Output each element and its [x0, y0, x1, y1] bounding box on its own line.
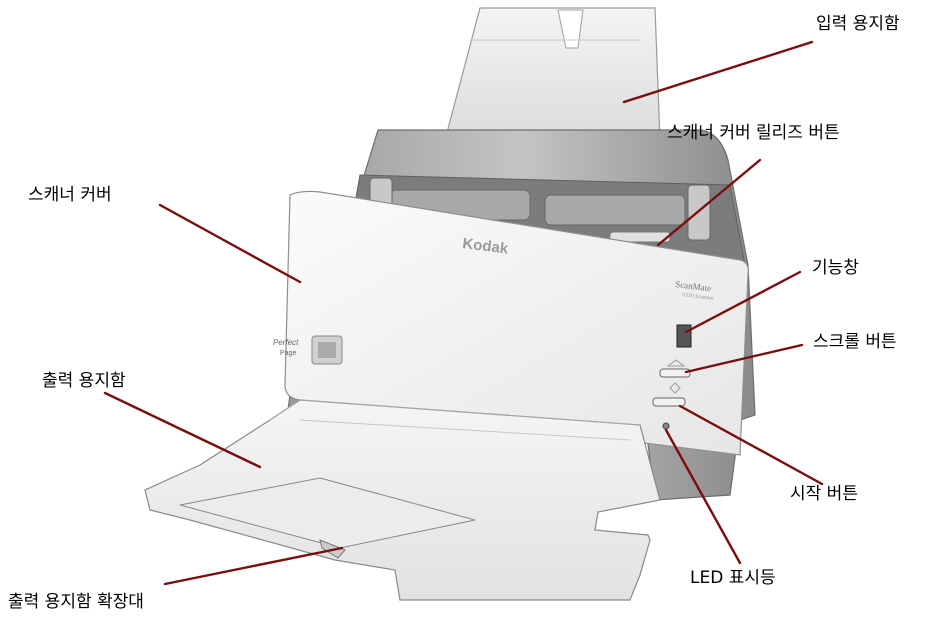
leader-output-extender	[163, 546, 344, 586]
leader-cover-release	[656, 158, 762, 247]
leader-led	[664, 428, 742, 565]
cover-release-button[interactable]	[609, 231, 671, 243]
perfect-page-badge: Perfect Page	[273, 335, 343, 365]
label-input-tray: 입력 용지함	[816, 14, 900, 34]
label-output-extender: 출력 용지함 확장대	[8, 592, 144, 612]
brand-logo: Kodak	[462, 235, 510, 258]
leader-scroll-button	[684, 343, 804, 374]
label-start-button: 시작 버튼	[790, 484, 858, 504]
badge-page-text: Page	[280, 350, 296, 357]
label-led-indicator: LED 표시등	[690, 568, 776, 588]
scroll-up-arrow-icon	[666, 359, 686, 367]
leader-lines	[103, 40, 824, 586]
model-sub: i1120 Scanner	[682, 292, 715, 302]
label-output-tray: 출력 용지함	[42, 371, 126, 391]
leader-input-tray	[622, 40, 814, 104]
model-name: ScanMate	[675, 279, 712, 293]
label-cover-release: 스캐너 커버 릴리즈 버튼	[667, 123, 840, 143]
label-scroll-button: 스크롤 버튼	[813, 332, 897, 352]
badge-perfect-text: Perfect	[273, 338, 299, 347]
label-scanner-cover: 스캐너 커버	[28, 185, 112, 205]
scroll-button[interactable]	[659, 368, 691, 378]
start-button[interactable]	[652, 397, 686, 407]
led-indicator	[662, 422, 670, 430]
leader-output-tray	[103, 391, 262, 469]
function-window	[676, 324, 692, 348]
input-tray	[444, 7, 661, 141]
leader-scanner-cover	[158, 203, 302, 284]
leader-function-window	[684, 270, 802, 334]
label-function-window: 기능창	[812, 258, 859, 278]
scanner-cover	[284, 190, 749, 456]
leader-start-button	[678, 404, 824, 486]
start-diamond-icon	[669, 382, 681, 394]
